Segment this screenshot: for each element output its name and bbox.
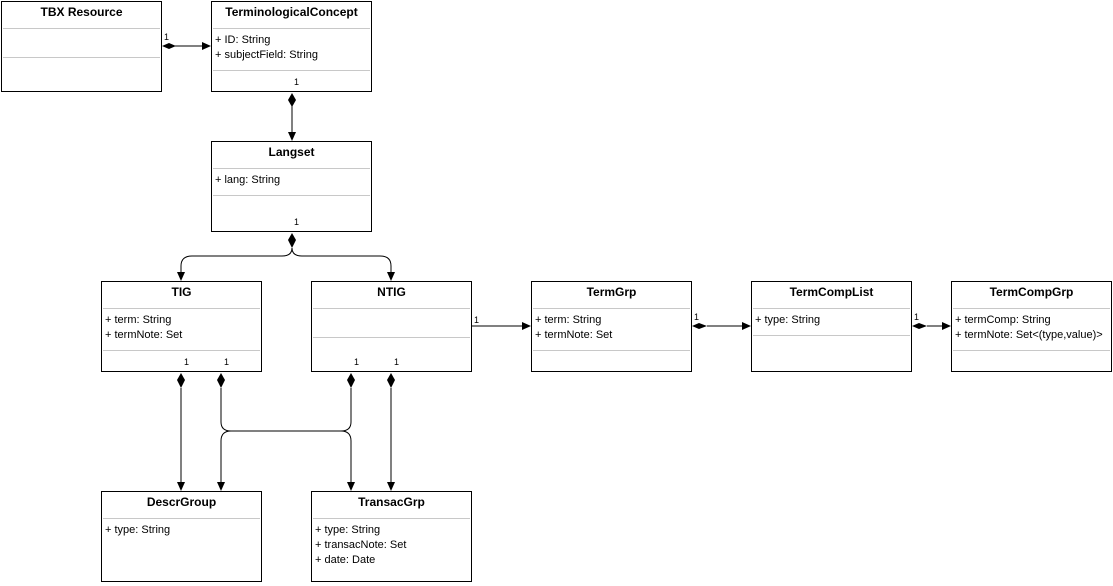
- class-divider: [103, 518, 260, 519]
- class-name: DescrGroup: [146, 495, 217, 509]
- edge-langset-tig: [180, 247, 293, 279]
- attribute-list: + type: String: [755, 313, 909, 328]
- class-divider: [533, 308, 690, 309]
- attribute: + term: String: [535, 314, 602, 326]
- class-divider: [3, 57, 160, 58]
- arrowhead-langset-ntig: [387, 272, 395, 281]
- class-termcompgrp[interactable]: TermCompGrp + termComp: String + termNot…: [951, 281, 1112, 372]
- edge-langset-ntig: [291, 247, 392, 279]
- edge-ntig-descr: [220, 388, 352, 489]
- edge-tig-transac: [220, 388, 352, 489]
- class-name: Langset: [268, 145, 315, 159]
- arrowhead-ntig-descr: [217, 482, 225, 491]
- multiplicity-label: 1: [394, 357, 400, 367]
- class-termcomplist[interactable]: TermCompList + type: String: [751, 281, 912, 372]
- arrowhead-termgrp-complist: [742, 322, 751, 330]
- class-name: TransacGrp: [358, 495, 425, 509]
- class-divider: [3, 28, 160, 29]
- diamond-concept: [288, 93, 296, 107]
- arrowhead-tig-transac: [347, 482, 355, 491]
- arrowhead-concept-langset: [288, 132, 296, 141]
- multiplicity-label: 1: [224, 357, 230, 367]
- class-divider: [103, 308, 260, 309]
- attribute-list: + type: String: [105, 523, 259, 538]
- class-divider: [313, 337, 470, 338]
- class-termgrp[interactable]: TermGrp + term: String + termNote: Set: [531, 281, 692, 372]
- attribute-list: + type: String + transacNote: Set + date…: [315, 523, 469, 568]
- class-divider: [953, 350, 1110, 351]
- class-name: TIG: [171, 285, 192, 299]
- multiplicity-label: 1: [184, 357, 190, 367]
- attribute: + lang: String: [215, 174, 281, 186]
- class-name: TermCompList: [789, 285, 874, 299]
- multiplicity-label: 1: [294, 77, 300, 87]
- attribute: + type: String: [755, 314, 821, 326]
- attribute: + date: Date: [315, 554, 376, 566]
- attribute: + type: String: [315, 524, 381, 536]
- attribute-list: + term: String + termNote: Set: [105, 313, 259, 343]
- class-transacgrp[interactable]: TransacGrp + type: String + transacNote:…: [311, 491, 472, 582]
- class-divider: [213, 168, 370, 169]
- diamond-termgrp: [692, 323, 707, 329]
- attribute: + termNote: Set: [105, 329, 183, 341]
- class-terminological-concept[interactable]: TerminologicalConcept + ID: String + sub…: [211, 1, 372, 92]
- multiplicity-label: 1: [354, 357, 360, 367]
- arrowhead-tbx-concept: [202, 42, 211, 50]
- multiplicity-label: 1: [474, 315, 480, 325]
- class-divider: [213, 70, 370, 71]
- class-tbx-resource[interactable]: TBX Resource: [1, 1, 162, 92]
- class-tig[interactable]: TIG + term: String + termNote: Set: [101, 281, 262, 372]
- class-divider: [313, 518, 470, 519]
- class-name: TermCompGrp: [989, 285, 1074, 299]
- class-divider: [103, 350, 260, 351]
- attribute: + ID: String: [215, 34, 271, 46]
- arrowhead-langset-tig: [177, 272, 185, 281]
- class-divider: [533, 350, 690, 351]
- class-ntig[interactable]: NTIG: [311, 281, 472, 372]
- arrowhead-complist-compgrp: [942, 322, 951, 330]
- attribute: + transacNote: Set: [315, 539, 407, 551]
- arrowhead-ntig-termgrp: [522, 322, 531, 330]
- class-langset[interactable]: Langset + lang: String: [211, 141, 372, 232]
- diamond-complist: [912, 323, 927, 329]
- class-divider: [213, 28, 370, 29]
- class-name: NTIG: [377, 285, 406, 299]
- class-name: TermGrp: [586, 285, 637, 299]
- class-descrgroup[interactable]: DescrGroup + type: String: [101, 491, 262, 582]
- class-divider: [213, 195, 370, 196]
- class-name: TerminologicalConcept: [225, 5, 358, 19]
- attribute: + term: String: [105, 314, 172, 326]
- arrowhead-tig-descr: [177, 482, 185, 491]
- multiplicity-label: 1: [694, 312, 700, 322]
- attribute-list: + lang: String: [215, 173, 369, 188]
- attribute-list: + term: String + termNote: Set: [535, 313, 689, 343]
- attribute: + termNote: Set<(type,value)>: [955, 329, 1103, 341]
- attribute: + subjectField: String: [215, 49, 319, 61]
- class-divider: [953, 308, 1110, 309]
- diamond-langset: [288, 233, 296, 248]
- diamond-ntig-descr: [347, 373, 355, 388]
- class-divider: [753, 308, 910, 309]
- arrowhead-ntig-transac: [387, 482, 395, 491]
- class-divider: [313, 308, 470, 309]
- diamond-ntig-transac: [387, 373, 395, 388]
- attribute: + termComp: String: [955, 314, 1051, 326]
- attribute: + type: String: [105, 524, 171, 536]
- attribute-list: + termComp: String + termNote: Set<(type…: [955, 313, 1109, 343]
- attribute: + termNote: Set: [535, 329, 613, 341]
- multiplicity-label: 1: [914, 312, 920, 322]
- multiplicity-label: 1: [294, 217, 300, 227]
- diamond-tig-descr: [177, 373, 185, 388]
- class-divider: [753, 335, 910, 336]
- diamond-tig-transac: [217, 373, 225, 388]
- class-name: TBX Resource: [40, 5, 123, 19]
- diamond-tbx: [162, 43, 176, 49]
- multiplicity-label: 1: [164, 32, 170, 42]
- attribute-list: + ID: String + subjectField: String: [215, 33, 369, 63]
